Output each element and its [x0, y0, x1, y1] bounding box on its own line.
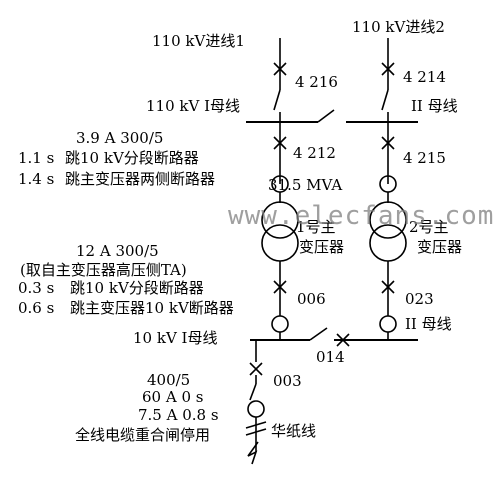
breaker-003-label: 003 [273, 372, 302, 390]
hv-bus-tie-switch [317, 109, 335, 123]
disconnector-4214-blade [381, 89, 389, 111]
hv-protection-action-2: 跳主变压器两侧断路器 [65, 170, 215, 188]
feeder-setting-1: 60 A 0 s [142, 388, 203, 406]
feeder-name: 华纸线 [271, 422, 316, 440]
breaker-014-label: 014 [316, 348, 345, 366]
breaker-4215-label: 4 215 [403, 149, 446, 167]
transformer-2-label-line2: 变压器 [417, 238, 462, 256]
lv-bus-tie-disconnector [309, 327, 328, 341]
incoming-line-2-label: 110 kV进线2 [352, 18, 445, 36]
lv-ct-right [379, 315, 397, 333]
lv-protection-time-1: 0.3 s [18, 279, 54, 297]
lv-ct-left [271, 315, 289, 333]
breaker-4212-symbol [273, 136, 287, 150]
lv-bus-2-label: II 母线 [405, 315, 452, 333]
hv-protection-time-2: 1.4 s [18, 170, 54, 188]
lv-protection-ct-source: (取自主变压器高压侧TA) [20, 261, 187, 279]
watermark: www.elecfans.com [228, 201, 494, 231]
transformer-2-label-line1: 2号主 [409, 218, 449, 236]
breaker-003-symbol [249, 362, 263, 376]
breaker-4214-label: 4 214 [403, 68, 446, 86]
transformer-rating: 31.5 MVA [268, 176, 342, 194]
cable-termination-symbol [245, 421, 267, 465]
breaker-4216-symbol [273, 62, 287, 76]
transformer-1-label-line1: 1号主 [296, 218, 336, 236]
left-hv-branch [273, 38, 287, 122]
feeder-ct-ratio: 400/5 [147, 371, 190, 389]
hv-protection-ct-setting: 3.9 A 300/5 [76, 129, 163, 147]
breaker-4215-symbol [381, 136, 395, 150]
breaker-4212-label: 4 212 [293, 144, 336, 162]
feeder-setting-2: 7.5 A 0.8 s [138, 406, 219, 424]
breaker-4216-label: 4 216 [295, 73, 338, 91]
breaker-4214-symbol [381, 62, 395, 76]
feeder-ct [247, 400, 265, 418]
hv-bus-1-label: 110 kV I母线 [146, 97, 240, 115]
disconnector-4216-blade [273, 89, 281, 111]
transformer-1-label-line2: 变压器 [299, 238, 344, 256]
lv-protection-ct-setting: 12 A 300/5 [76, 242, 159, 260]
feeder-disconnector-blade [249, 383, 257, 401]
breaker-006-label: 006 [297, 290, 326, 308]
lv-bus-tie-breaker-014-symbol [336, 333, 350, 347]
feeder-reclose-note: 全线电缆重合闸停用 [75, 426, 210, 444]
breaker-023-symbol [381, 280, 395, 294]
lv-protection-action-1: 跳10 kV分段断路器 [70, 279, 204, 297]
right-hv-branch [381, 38, 395, 122]
incoming-line-1-label: 110 kV进线1 [152, 32, 245, 50]
hv-protection-time-1: 1.1 s [18, 149, 54, 167]
breaker-023-label: 023 [405, 290, 434, 308]
hv-bus-2-label: II 母线 [411, 97, 458, 115]
breaker-006-symbol [273, 280, 287, 294]
lv-protection-time-2: 0.6 s [18, 299, 54, 317]
hv-protection-action-1: 跳10 kV分段断路器 [65, 149, 199, 167]
lv-protection-action-2: 跳主变压器10 kV断路器 [70, 299, 234, 317]
lv-bus-1-label: 10 kV I母线 [133, 329, 217, 347]
